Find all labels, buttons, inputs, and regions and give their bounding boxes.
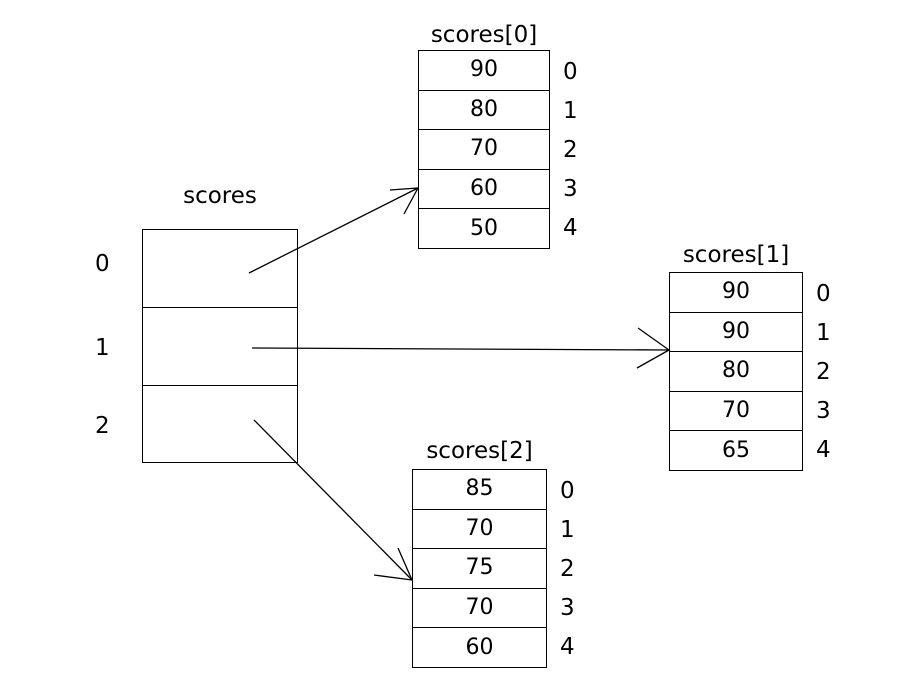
value-array-1-cell-3[interactable]: 70 [670,392,802,432]
value-array-0-cell-2[interactable]: 70 [419,130,549,170]
value-array-0-cell-3[interactable]: 60 [419,170,549,210]
value-array-0-index-0: 0 [563,59,578,85]
value-array-2-cell-4[interactable]: 60 [465,635,494,661]
value-array-0-box: 90 80 70 60 50 [418,50,550,249]
value-array-0-title: scores[0] [430,22,538,48]
value-array-1-index-2: 2 [816,359,831,385]
pointer-array-box [142,229,298,463]
value-array-0-cell-4[interactable]: 50 [470,216,498,242]
value-array-0-cell-1[interactable]: 80 [419,91,549,131]
value-array-1-cell-0[interactable]: 90 [670,273,802,313]
value-array-1-index-0: 0 [816,281,831,307]
value-array-1-cell-1[interactable]: 90 [670,313,802,353]
value-array-0-index-4: 4 [563,215,578,241]
value-array-1-title: scores[1] [682,242,790,268]
value-array-0-index-1: 1 [563,98,578,124]
pointer-array-index-2: 2 [95,413,110,439]
pointer-array-cell-0[interactable] [143,230,297,308]
value-array-0-index-2: 2 [563,137,578,163]
value-array-1-cell-2[interactable]: 80 [670,352,802,392]
value-array-1-index-1: 1 [816,320,831,346]
value-array-2-cell-2[interactable]: 75 [413,549,546,589]
pointer-array-title: scores [183,183,257,209]
value-array-1-index-4: 4 [816,437,831,463]
value-array-2-cell-0[interactable]: 85 [413,470,546,510]
pointer-array-cell-1[interactable] [143,308,297,386]
value-array-2-cell-3[interactable]: 70 [413,589,546,629]
value-array-1-cell-4[interactable]: 65 [722,438,750,464]
value-array-2-index-0: 0 [560,478,575,504]
value-array-2-index-4: 4 [560,634,575,660]
pointer-array-index-1: 1 [95,335,110,361]
value-array-2-cell-1[interactable]: 70 [413,510,546,550]
value-array-1-box: 90 90 80 70 65 [669,272,803,471]
value-array-0-index-3: 3 [563,176,578,202]
value-array-2-index-2: 2 [560,556,575,582]
pointer-array-cell-2[interactable] [143,386,297,464]
value-array-2-title: scores[2] [426,438,533,464]
value-array-2-index-1: 1 [560,517,575,543]
arrow-to-array-1 [251,327,671,369]
pointer-array-index-0: 0 [95,251,110,277]
value-array-2-box: 85 70 75 70 60 [412,469,547,668]
value-array-2-index-3: 3 [560,595,575,621]
value-array-1-index-3: 3 [816,398,831,424]
value-array-0-cell-0[interactable]: 90 [419,51,549,91]
